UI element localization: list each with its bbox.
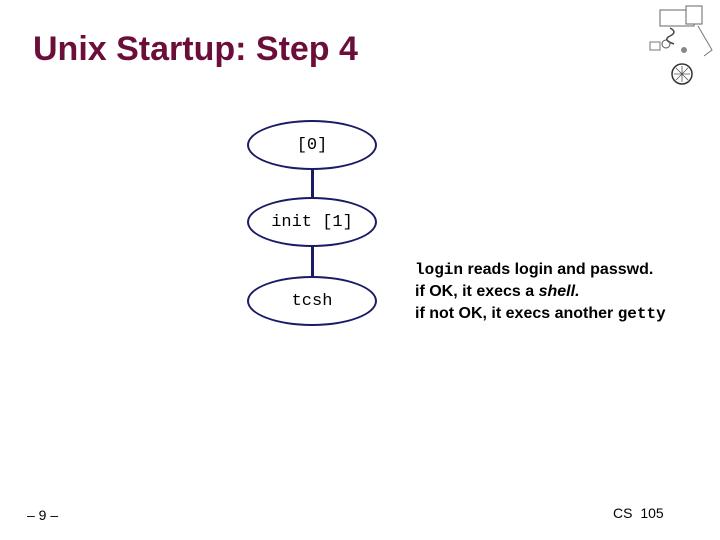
note-line-2: if OK, it execs a shell. bbox=[415, 281, 666, 303]
note-getty-code: getty bbox=[617, 305, 666, 323]
note-line-1-text: reads login and passwd. bbox=[463, 261, 654, 278]
note-line-1: login reads login and passwd. bbox=[415, 259, 666, 281]
tree-node-tcsh: tcsh bbox=[247, 276, 377, 326]
tree-node-root: [0] bbox=[247, 120, 377, 170]
tree-node-label: init [1] bbox=[271, 212, 353, 232]
page-number: – 9 – bbox=[27, 507, 59, 523]
login-explanation: login reads login and passwd. if OK, it … bbox=[415, 259, 666, 325]
note-login-code: login bbox=[415, 261, 464, 279]
slide-title: Unix Startup: Step 4 bbox=[33, 30, 358, 68]
note-shell-italic: shell. bbox=[538, 283, 580, 300]
note-line-3: if not OK, it execs another getty bbox=[415, 303, 666, 325]
note-line-2-text: if OK, it execs a bbox=[415, 283, 539, 300]
tree-node-label: tcsh bbox=[291, 291, 333, 311]
hmc-cs-logo-icon bbox=[649, 5, 713, 85]
note-line-3-text: if not OK, it execs another bbox=[415, 305, 618, 322]
tree-node-init: init [1] bbox=[247, 197, 377, 247]
tree-edge-0-to-1 bbox=[311, 168, 314, 199]
course-label: CS 105 bbox=[613, 505, 664, 521]
tree-node-label: [0] bbox=[296, 135, 328, 155]
tree-edge-1-to-2 bbox=[311, 245, 314, 278]
